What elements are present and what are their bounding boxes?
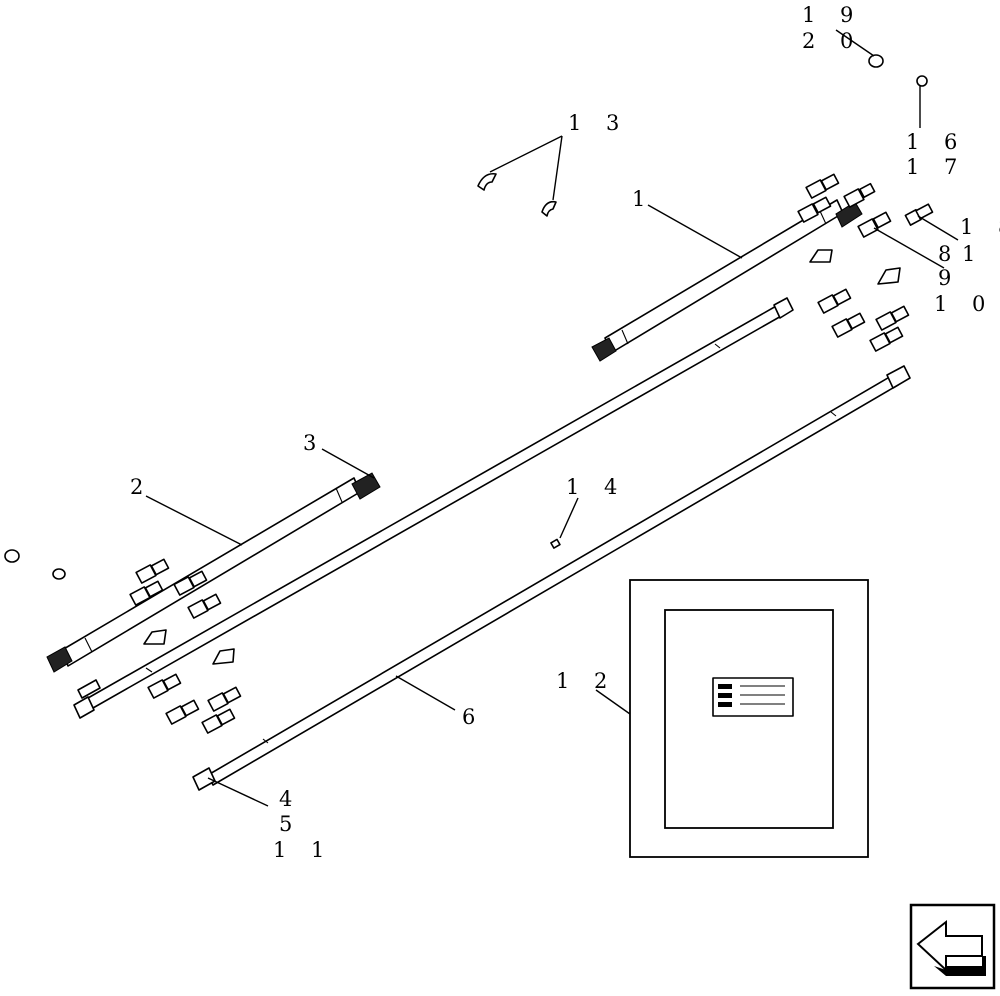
callout-11-upper: 1 1	[962, 242, 1000, 266]
callout-6: 6	[462, 705, 484, 729]
callout-9: 9	[938, 266, 960, 290]
tie-rod-long	[73, 297, 794, 719]
back-arrow-icon[interactable]	[909, 903, 996, 990]
callout-5: 5	[279, 812, 301, 836]
callout-14: 1 4	[566, 475, 626, 499]
leader-lines	[145, 29, 959, 807]
shaft-1	[591, 199, 863, 362]
callout-4: 4	[279, 787, 301, 811]
callout-labels: 1 2 3 4 5 1 1 6 8 1 1 9 1 0 1 2 1 3 1 4 …	[130, 3, 1000, 862]
bolt-group-left	[4, 549, 242, 734]
pin-14	[550, 538, 561, 549]
callout-17: 1 7	[906, 155, 966, 179]
callout-10: 1 0	[934, 292, 994, 316]
callout-3: 3	[303, 431, 325, 455]
callout-19: 1 9	[802, 3, 862, 27]
manual-12	[629, 579, 869, 858]
callout-18: 1 8	[960, 215, 1000, 239]
callout-12: 1 2	[556, 669, 616, 693]
callout-1: 1	[632, 187, 654, 211]
callout-20: 2 0	[802, 29, 862, 53]
clip-13	[477, 172, 557, 217]
callout-8: 8	[938, 242, 960, 266]
shaft-2	[46, 472, 381, 673]
callout-16: 1 6	[906, 130, 966, 154]
callout-13: 1 3	[568, 111, 628, 135]
callout-11-lower: 1 1	[273, 838, 333, 862]
callout-2: 2	[130, 475, 152, 499]
bolt-group-upper-right	[797, 54, 934, 352]
